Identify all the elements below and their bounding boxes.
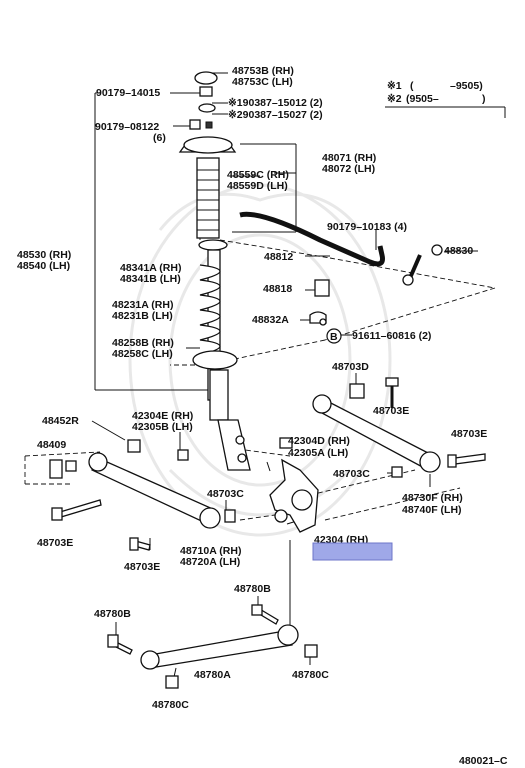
label-42304E: 42304E (RH) (132, 410, 193, 422)
label-48703D: 48703D (332, 361, 369, 373)
label-48780C-left: 48780C (152, 699, 189, 711)
label-48258C: 48258C (LH) (112, 348, 173, 360)
strut-assembly (178, 71, 251, 471)
label-48409: 48409 (37, 439, 66, 451)
label-48072: 48072 (LH) (322, 163, 375, 175)
legend-mark-1: ※1 (387, 80, 402, 92)
label-90179-10183: 90179–10183 (4) (327, 221, 407, 233)
label-90179-08122: 90179–08122 (95, 121, 159, 133)
stabilizer-bar (239, 211, 443, 326)
label-42305A: 42305A (LH) (288, 447, 348, 459)
label-48703C-center: 48703C (207, 488, 244, 500)
label-91611-60816: 91611–60816 (2) (352, 330, 431, 342)
label-290387: ※290387–15027 (2) (228, 109, 323, 121)
label-48341A: 48341A (RH) (120, 262, 181, 274)
label-48812: 48812 (264, 251, 293, 263)
dashed-guides (24, 180, 496, 610)
label-48780B-left: 48780B (94, 608, 131, 620)
label-48710A: 48710A (RH) (180, 545, 241, 557)
label-qty-6: (6) (153, 132, 166, 144)
label-48753C: 48753C (LH) (232, 76, 293, 88)
label-48703C-right: 48703C (333, 468, 370, 480)
label-48780A: 48780A (194, 669, 231, 681)
label-42305B: 42305B (LH) (132, 421, 193, 433)
label-48818: 48818 (263, 283, 292, 295)
label-48703E-right: 48703E (451, 428, 487, 440)
leader-lines (91, 72, 478, 687)
label-48730F: 48730F (RH) (402, 492, 463, 504)
date-legend: ※1 ( –9505) ※2 (9505– ) (385, 80, 506, 118)
callout-b-circle (326, 328, 342, 344)
label-42304D: 42304D (RH) (288, 435, 350, 447)
label-48753B: 48753B (RH) (232, 65, 294, 77)
label-48703E-upper: 48703E (373, 405, 409, 417)
legend-mark-2: ※2 (387, 93, 402, 105)
label-48559C: 48559C (RH) (227, 169, 289, 181)
label-48559D: 48559D (LH) (227, 180, 288, 192)
callout-b: B (330, 331, 338, 343)
highlight-box[interactable] (312, 542, 393, 561)
figure-number: 480021–C (459, 755, 508, 767)
label-48258B: 48258B (RH) (112, 337, 174, 349)
label-48703E-lower: 48703E (124, 561, 160, 573)
label-48740F: 48740F (LH) (402, 504, 462, 516)
label-48780B-right: 48780B (234, 583, 271, 595)
label-48703E-left: 48703E (37, 537, 73, 549)
legend-range-1: –9505) (450, 80, 483, 92)
label-48540: 48540 (LH) (17, 260, 70, 272)
label-48720A: 48720A (LH) (180, 556, 240, 568)
label-48231A: 48231A (RH) (112, 299, 173, 311)
legend-range-2: (9505– (406, 93, 439, 105)
legend-paren-1: ( (410, 80, 414, 92)
knuckle (269, 458, 319, 533)
label-48231B: 48231B (LH) (112, 310, 173, 322)
label-48830: 48830 (444, 245, 473, 257)
watermark (128, 183, 392, 537)
label-48341B: 48341B (LH) (120, 273, 181, 285)
label-48071: 48071 (RH) (322, 152, 376, 164)
label-48530: 48530 (RH) (17, 249, 71, 261)
legend-paren-2: ) (482, 93, 486, 105)
part-labels: 48753B (RH) 48753C (LH) 90179–14015 ※190… (17, 65, 508, 767)
label-48832A: 48832A (252, 314, 289, 326)
label-48452R: 48452R (42, 415, 79, 427)
label-48780C-right: 48780C (292, 669, 329, 681)
fasteners (49, 119, 486, 689)
label-190387: ※190387–15012 (2) (228, 97, 323, 109)
arms (88, 394, 441, 670)
label-90179-14015: 90179–14015 (96, 87, 160, 99)
